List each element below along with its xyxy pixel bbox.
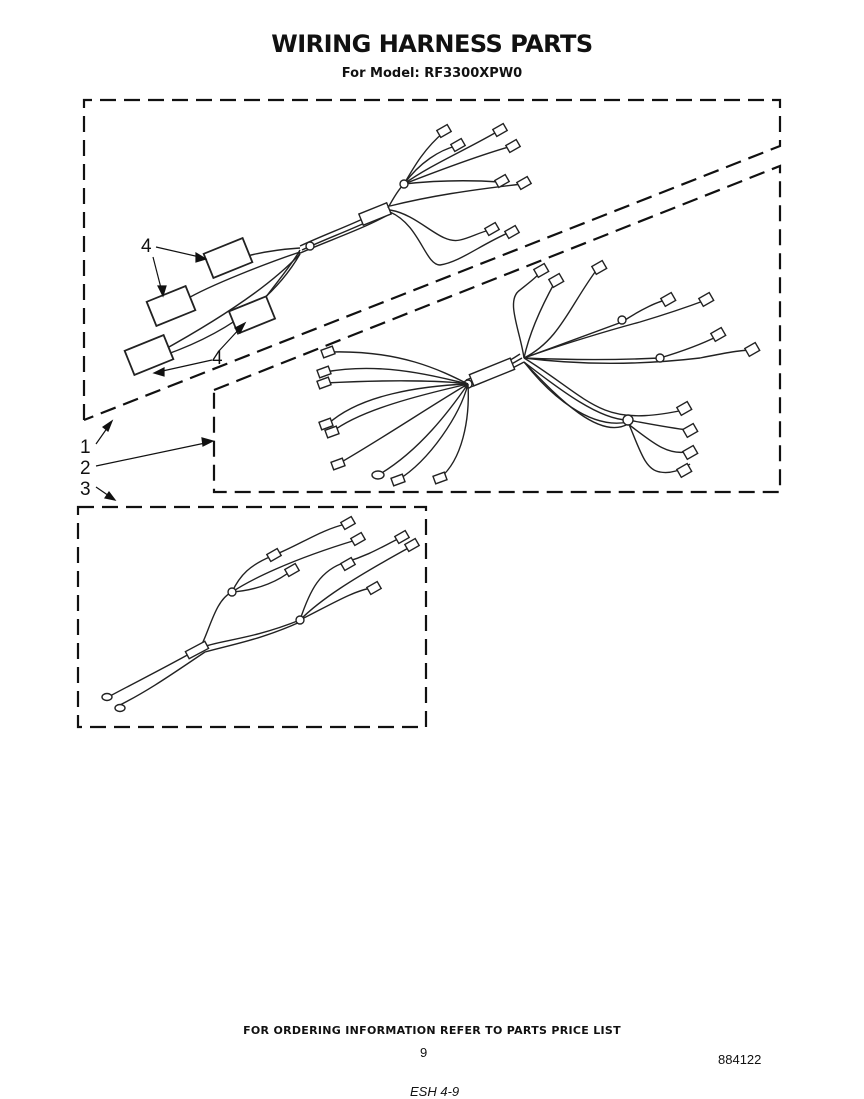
page-title: WIRING HARNESS PARTS [271, 30, 593, 58]
terminal-connector [202, 236, 254, 280]
callout-connector-upper: 4 [141, 236, 152, 257]
callout-harness-2: 2 [80, 458, 91, 479]
harness-1-boundary [82, 98, 782, 422]
callout-connector-lower: 4 [212, 348, 223, 369]
terminal-connector [227, 295, 277, 335]
harness-3-boundary [76, 505, 428, 729]
terminal-connector [145, 284, 197, 328]
ordering-note: FOR ORDERING INFORMATION REFER TO PARTS … [243, 1024, 621, 1037]
harness-3 [101, 515, 421, 713]
terminal-connector [123, 333, 175, 377]
callout-harness-1: 1 [80, 437, 91, 458]
model-subtitle: For Model: RF3300XPW0 [341, 66, 523, 81]
page-number: 9 [420, 1045, 428, 1060]
drawing-number: 884122 [718, 1052, 762, 1067]
figure-note: ESH 4-9 [410, 1084, 460, 1099]
harness-2-boundary [212, 164, 782, 494]
callout-harness-3: 3 [80, 479, 91, 500]
harness-1 [123, 122, 533, 377]
harness-2 [316, 259, 761, 487]
